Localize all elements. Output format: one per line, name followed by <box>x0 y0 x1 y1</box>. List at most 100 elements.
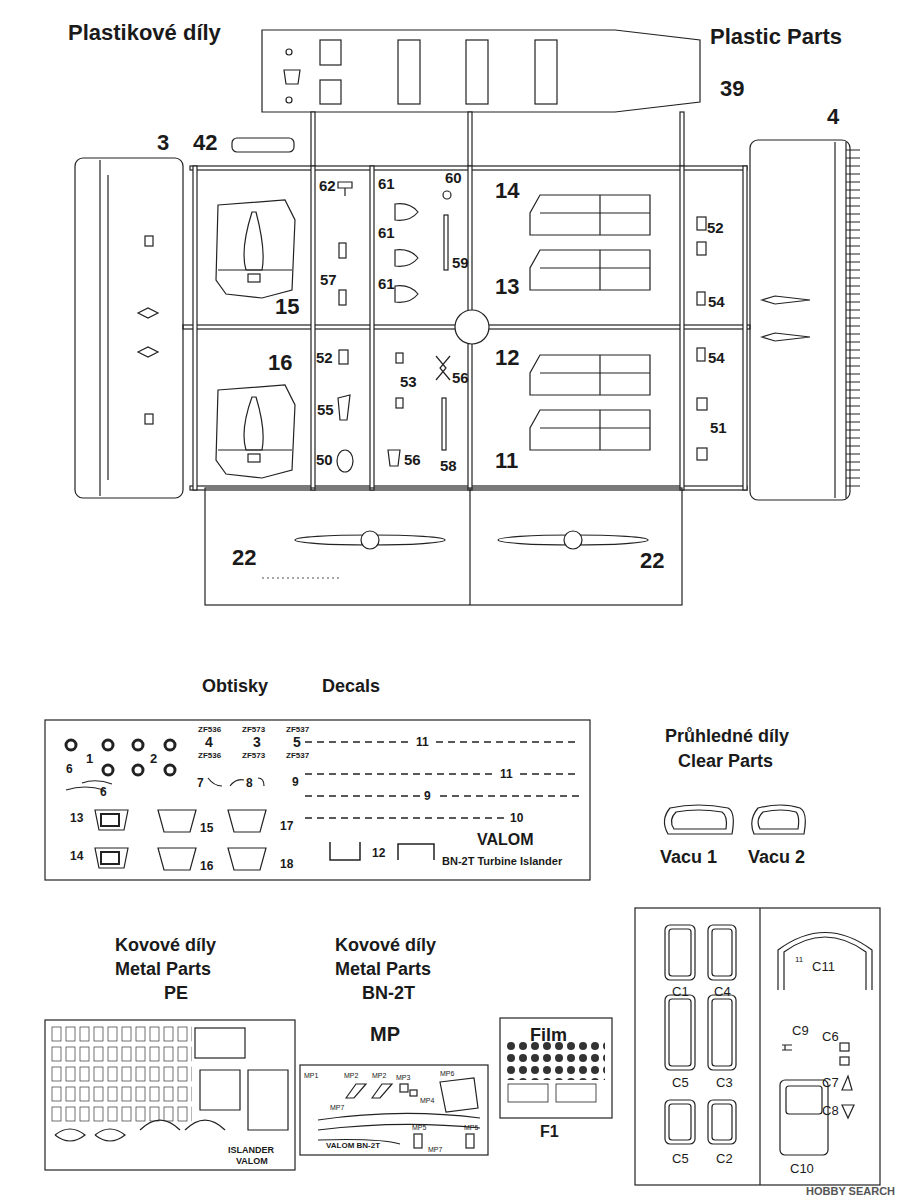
part-label: C1 <box>672 985 689 998</box>
part-label: 55 <box>317 402 334 417</box>
part-label: Kovové díly <box>115 936 216 954</box>
part-label: 16 <box>268 352 292 374</box>
cowl-parts-shape <box>218 449 292 450</box>
part-label: VALOM <box>236 1157 268 1166</box>
part-label: 51 <box>710 420 727 435</box>
clear-sprue-shape <box>840 1043 849 1051</box>
part-label: BN-2T Turbine Islander <box>442 856 562 867</box>
small-parts-shape <box>339 290 346 305</box>
decal-sheet-shape-shape <box>165 740 175 750</box>
decal-sheet-shape <box>101 814 119 826</box>
pe-fret <box>45 1020 295 1170</box>
clear-sprue-shape <box>840 1057 849 1065</box>
part-label: C6 <box>822 1030 839 1043</box>
part-4-shape <box>845 142 846 498</box>
film-sheet-shape <box>500 1018 612 1118</box>
part-label: Plastic Parts <box>710 26 842 48</box>
part-3-shape <box>145 236 153 246</box>
sprue-frame-shape <box>468 112 472 168</box>
clear-sprue-shape <box>669 999 691 1066</box>
part-label: C2 <box>716 1152 733 1165</box>
part-label: 18 <box>280 858 293 870</box>
sprue-frame-shape <box>205 488 682 605</box>
mp-fret-shape <box>466 1134 474 1148</box>
clear-sprue-shape <box>759 908 760 1185</box>
small-parts-shape <box>442 398 446 450</box>
part-label: BN-2T <box>362 984 415 1002</box>
decal-sheet-shape <box>66 740 175 775</box>
part-label: 39 <box>720 78 744 100</box>
part-label: 7 <box>197 777 204 789</box>
clear-sprue-shape <box>782 1045 792 1050</box>
nacelle-parts-shape <box>530 410 650 450</box>
part-label: 56 <box>404 452 421 467</box>
part-39-shape <box>262 30 700 112</box>
cowl-parts-shape <box>244 397 263 450</box>
sprue-frame-shape <box>370 166 374 490</box>
part-label: Decals <box>322 677 380 695</box>
small-parts-shape <box>697 348 705 361</box>
part-label: 11 <box>500 768 513 780</box>
clear-sprue-shape <box>708 925 736 980</box>
decal-sheet-shape-shape <box>436 741 580 743</box>
clear-sprue-shape <box>669 929 691 976</box>
sprue-frame-shape <box>311 166 315 490</box>
vacu-parts-shape <box>671 810 726 829</box>
part-label: 13 <box>495 276 519 298</box>
part-label: F1 <box>540 1124 559 1140</box>
small-parts-shape <box>339 350 348 364</box>
part-39-shape <box>286 97 292 103</box>
part-label: ZF537 <box>286 726 309 734</box>
part-label: 1 <box>86 752 93 765</box>
decal-sheet <box>45 720 590 880</box>
small-parts-shape <box>396 353 403 363</box>
part-label: ZF537 <box>286 752 309 760</box>
clear-sprue-shape <box>842 1076 852 1090</box>
clear-sprue-shape <box>665 925 695 980</box>
decal-sheet-shape-shape <box>440 795 580 797</box>
part-label: ZF536 <box>198 752 221 760</box>
part-label: MP7 <box>330 1104 344 1111</box>
mp-fret-shape <box>300 1065 488 1155</box>
nacelle-parts-shape <box>530 250 650 290</box>
part-label: 6 <box>100 786 107 798</box>
part-label: 13 <box>70 812 83 824</box>
part-39-shape <box>535 40 557 104</box>
propellers-shape <box>564 531 582 549</box>
part-label: 50 <box>316 452 333 467</box>
small-parts-shape <box>697 398 707 410</box>
part-39 <box>262 30 700 112</box>
part-label: VALOM <box>477 832 534 848</box>
part-label: 15 <box>200 822 213 834</box>
part-3-shape <box>99 160 100 496</box>
part-label: 22 <box>640 550 664 572</box>
small-parts-shape <box>339 243 346 258</box>
part-label: 59 <box>452 255 469 270</box>
decal-sheet-shape-shape <box>305 773 496 775</box>
vacu-parts-shape <box>752 805 806 834</box>
decal-sheet-shape <box>330 842 360 860</box>
part-3-shape <box>138 347 158 357</box>
part-label: Plastikové díly <box>68 22 221 44</box>
part-label: 52 <box>316 350 333 365</box>
part-39-shape <box>320 80 341 104</box>
part-label: MP7 <box>428 1146 442 1153</box>
vacu-parts <box>664 805 805 834</box>
part-label: 4 <box>827 106 839 128</box>
clear-sprue-shape <box>778 933 872 991</box>
cowl-parts-shape <box>248 274 260 282</box>
part-3-shape <box>75 158 183 498</box>
part-label: 4 <box>205 735 213 749</box>
decal-sheet-shape <box>95 848 128 868</box>
clear-sprue-shape <box>712 929 732 976</box>
part-label: 15 <box>275 296 299 318</box>
part-3-shape <box>145 414 153 424</box>
clear-sprue-shape <box>712 999 732 1066</box>
part-label: 56 <box>452 370 469 385</box>
part-label: 3 <box>157 132 169 154</box>
part-label: ZF536 <box>198 726 221 734</box>
part-label: MP4 <box>420 1097 434 1104</box>
part-label: MP5 <box>412 1124 426 1131</box>
part-label: 61 <box>378 225 395 240</box>
